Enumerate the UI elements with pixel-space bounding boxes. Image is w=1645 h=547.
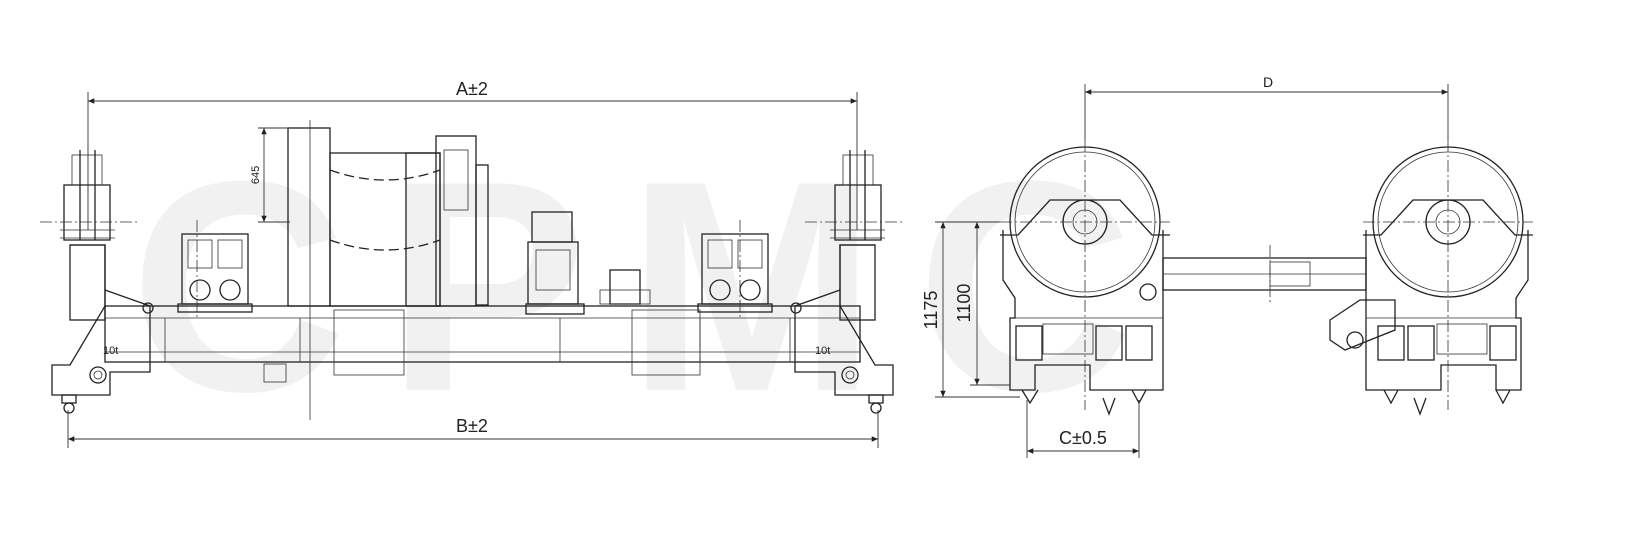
dimension-c-label: C±0.5 xyxy=(1059,428,1107,448)
dimension-1100: 1100 xyxy=(954,222,1010,386)
dimension-645: 645 xyxy=(250,127,290,223)
connecting-beam xyxy=(1162,257,1396,351)
watermark-text: CPMC xyxy=(130,118,1173,454)
dimension-645-label: 645 xyxy=(250,166,262,184)
dimension-1100-label: 1100 xyxy=(954,284,974,323)
dimension-b: B±2 xyxy=(67,410,879,448)
dimension-1175: 1175 xyxy=(921,221,1020,398)
capacity-label-left: 10t xyxy=(103,345,118,357)
ladder xyxy=(263,309,701,383)
main-beam xyxy=(104,305,861,363)
drum-assembly xyxy=(287,120,489,420)
dimension-a-label: A±2 xyxy=(456,79,488,99)
left-end-frame xyxy=(51,150,154,414)
hook-block xyxy=(525,211,651,315)
dimension-b-label: B±2 xyxy=(456,416,488,436)
left-bogie xyxy=(177,233,253,313)
right-end-frame xyxy=(790,150,894,414)
dimension-a: A±2 xyxy=(87,79,858,230)
left-truck-frame xyxy=(1002,230,1164,416)
dimension-1175-label: 1175 xyxy=(921,291,941,330)
dimension-d-label: D xyxy=(1263,74,1273,90)
dimension-d: D xyxy=(1084,74,1449,140)
right-truck-frame xyxy=(1346,230,1529,416)
front-view: 10t 10t A±2 B±2 645 xyxy=(40,79,905,448)
right-bogie xyxy=(697,233,773,313)
dimension-c: C±0.5 xyxy=(1026,400,1140,458)
side-view: D 1175 1100 C±0.5 xyxy=(921,74,1533,458)
capacity-label-right: 10t xyxy=(815,345,830,357)
